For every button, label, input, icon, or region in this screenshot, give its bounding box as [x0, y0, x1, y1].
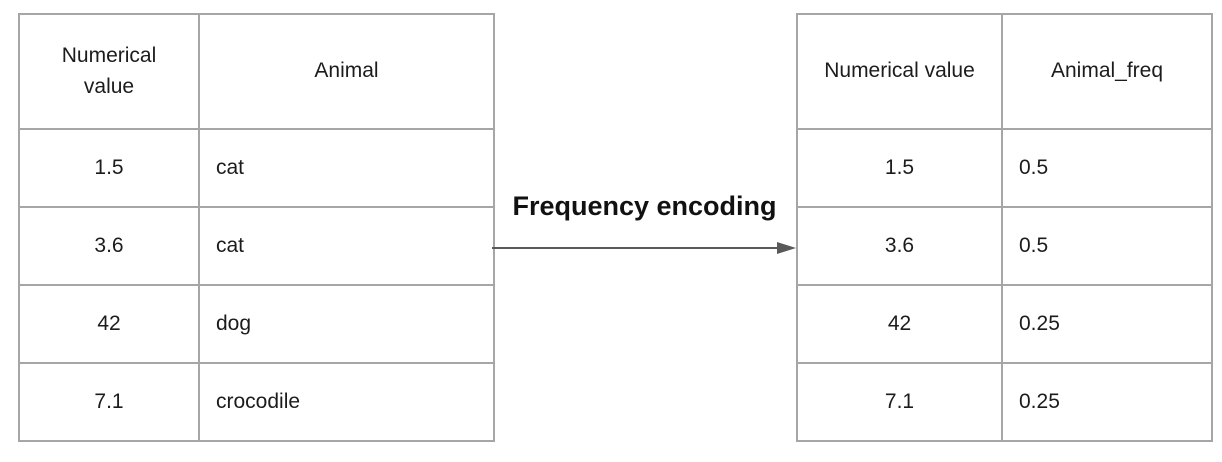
cell-animal-freq: 0.25: [1001, 362, 1213, 442]
flow-arrow-icon: [492, 242, 796, 254]
source-table: Numerical value Animal 1.5 cat 3.6 cat 4…: [18, 13, 495, 442]
table-row: 3.6 cat: [18, 206, 495, 286]
encoded-table-header-row: Numerical value Animal_freq: [796, 13, 1213, 130]
arrow-label: Frequency encoding: [512, 191, 777, 221]
source-header-numerical-value: Numerical value: [18, 13, 200, 130]
cell-numerical-value: 7.1: [18, 362, 200, 442]
table-row: 7.1 crocodile: [18, 362, 495, 442]
cell-animal: dog: [198, 284, 495, 364]
source-header-animal: Animal: [198, 13, 495, 130]
table-row: 42 0.25: [796, 284, 1213, 364]
cell-numerical-value: 1.5: [796, 128, 1003, 208]
cell-animal-freq: 0.25: [1001, 284, 1213, 364]
encoded-table: Numerical value Animal_freq 1.5 0.5 3.6 …: [796, 13, 1213, 442]
table-row: 42 dog: [18, 284, 495, 364]
source-table-header-row: Numerical value Animal: [18, 13, 495, 130]
table-row: 3.6 0.5: [796, 206, 1213, 286]
cell-animal: cat: [198, 206, 495, 286]
cell-numerical-value: 1.5: [18, 128, 200, 208]
cell-animal: cat: [198, 128, 495, 208]
table-row: 7.1 0.25: [796, 362, 1213, 442]
encoded-header-numerical-value: Numerical value: [796, 13, 1003, 130]
encoded-header-animal-freq: Animal_freq: [1001, 13, 1213, 130]
table-row: 1.5 cat: [18, 128, 495, 208]
cell-numerical-value: 7.1: [796, 362, 1003, 442]
cell-numerical-value: 42: [18, 284, 200, 364]
cell-animal-freq: 0.5: [1001, 128, 1213, 208]
cell-numerical-value: 3.6: [796, 206, 1003, 286]
cell-numerical-value: 42: [796, 284, 1003, 364]
table-row: 1.5 0.5: [796, 128, 1213, 208]
cell-numerical-value: 3.6: [18, 206, 200, 286]
cell-animal: crocodile: [198, 362, 495, 442]
cell-animal-freq: 0.5: [1001, 206, 1213, 286]
